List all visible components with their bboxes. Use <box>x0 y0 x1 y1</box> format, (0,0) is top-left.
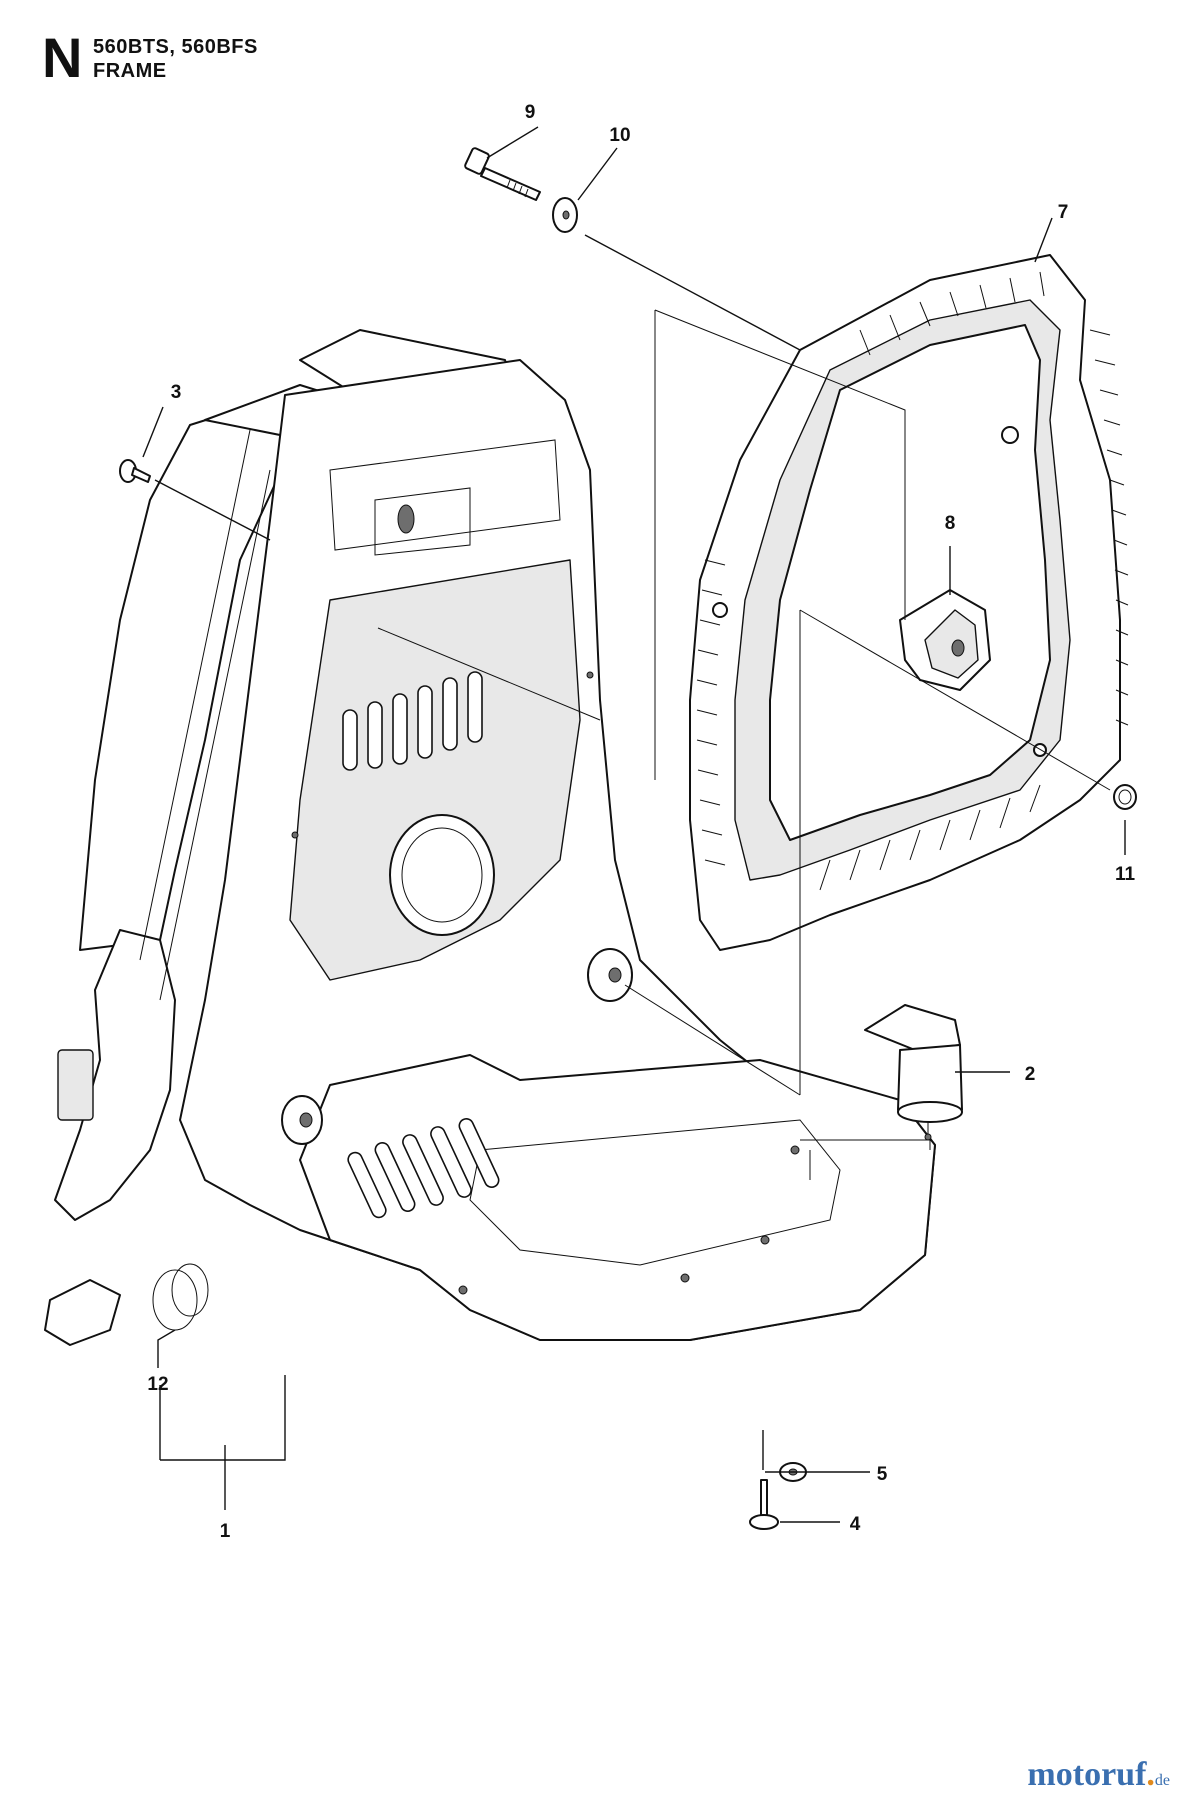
foot-vent-slots <box>347 1118 500 1219</box>
screw-part-3 <box>119 459 151 483</box>
grip-part-2 <box>864 1004 963 1141</box>
section-letter: N <box>42 26 83 89</box>
callout-11: 11 <box>1115 864 1136 885</box>
washer-part-10 <box>552 197 578 233</box>
frame-base <box>299 1054 936 1341</box>
plug-part-11 <box>1113 784 1137 810</box>
frame-inner-panel <box>289 559 581 981</box>
callout-4: 4 <box>850 1514 861 1535</box>
rubber-mount-left <box>281 1095 323 1145</box>
callout-labels: 9 10 7 3 8 11 2 12 1 5 4 <box>147 102 1135 1542</box>
callout-8: 8 <box>945 513 956 534</box>
upper-vent-slots <box>342 671 483 771</box>
callout-7: 7 <box>1058 202 1069 223</box>
fan-guard <box>689 254 1129 951</box>
callout-5: 5 <box>877 1464 888 1485</box>
fan-guard-ribs <box>696 271 1129 891</box>
backpack-frame <box>44 329 936 1346</box>
frame-round-opening <box>389 814 495 936</box>
section-title: FRAME <box>93 60 167 82</box>
model-title: 560BTS, 560BFS <box>93 36 258 58</box>
callout-10: 10 <box>609 125 630 146</box>
bolt-part-9 <box>464 147 541 201</box>
side-strap <box>54 929 176 1221</box>
callout-12: 12 <box>147 1374 168 1395</box>
callout-2: 2 <box>1025 1064 1036 1085</box>
callout-3: 3 <box>171 382 182 403</box>
callout-1: 1 <box>220 1521 231 1542</box>
strap-buckle <box>57 1049 94 1121</box>
hip-clip <box>44 1279 121 1346</box>
screw-part-4 <box>749 1479 779 1530</box>
rubber-mount-part-8 <box>899 589 991 691</box>
watermark-tld: de <box>1154 1772 1170 1789</box>
site-watermark: motoruf.de <box>1027 1756 1170 1793</box>
leader-lines <box>142 126 1126 1523</box>
rubber-mount-right <box>587 948 633 1002</box>
callout-9: 9 <box>525 102 536 123</box>
watermark-brand: motoruf <box>1027 1756 1147 1793</box>
